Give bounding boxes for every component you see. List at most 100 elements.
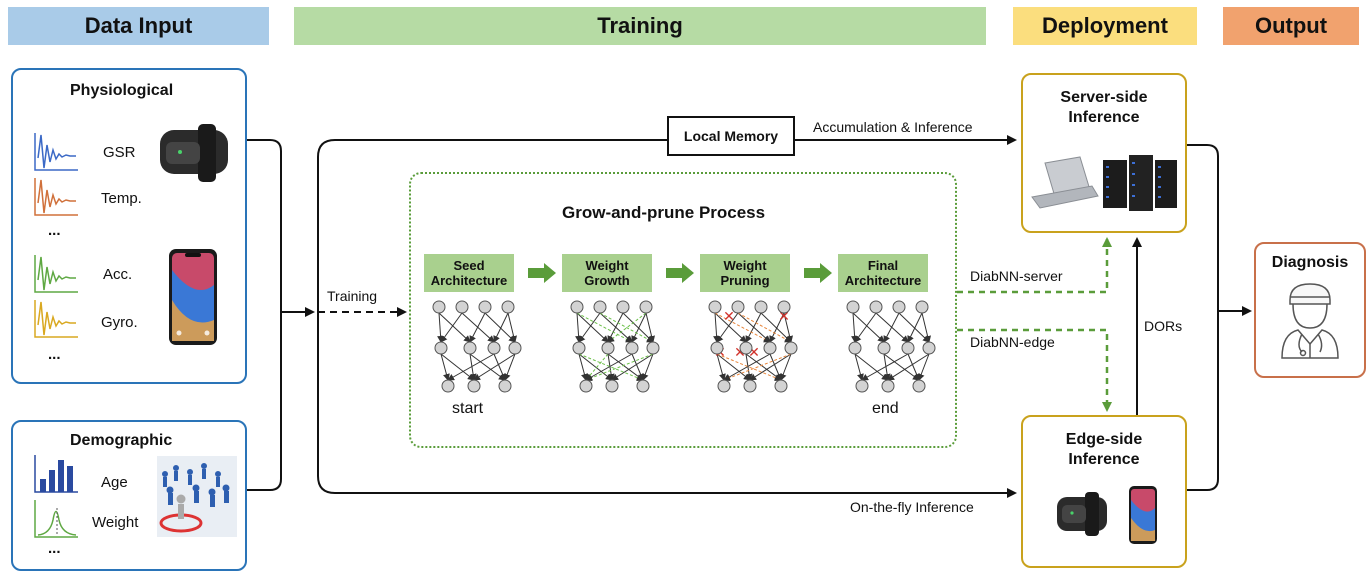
nn-node [922, 341, 936, 355]
nn-node [777, 300, 791, 314]
nn-diagram-2: ✕✕✕✕✕ [708, 300, 798, 393]
nn-edge [641, 353, 654, 381]
nn-diagram-3 [846, 300, 936, 393]
bar-chart-icon [34, 455, 78, 493]
edge-side-title: Edge-side Inference [1021, 430, 1187, 470]
nn-node [508, 341, 522, 355]
nn-node [743, 379, 757, 393]
nn-node [467, 379, 481, 393]
nn-edge [716, 353, 782, 381]
prune-mark-icon: ✕ [734, 345, 746, 361]
nn-diagram-1 [570, 300, 660, 393]
stage-final-line1: Final [867, 258, 899, 273]
nn-edge [854, 353, 889, 381]
input-connectors [247, 139, 315, 491]
nn-node [601, 341, 615, 355]
nn-edge [440, 353, 475, 381]
start-label: start [452, 400, 484, 417]
header-data-input-label: Data Input [84, 13, 193, 38]
diagnosis-title: Diagnosis [1271, 254, 1349, 271]
nn-node [731, 300, 745, 314]
stage-growth-line1: Weight [585, 258, 629, 273]
nn-edge [507, 312, 517, 343]
nn-edge [749, 353, 792, 381]
nn-edge [484, 312, 516, 343]
stage-pruning-line2: Pruning [720, 273, 770, 288]
training-bracket [317, 135, 1017, 498]
nn-node [881, 379, 895, 393]
nn-node [570, 300, 584, 314]
temp-signal-icon [34, 178, 78, 216]
nn-edge [713, 312, 721, 343]
nn-node [478, 300, 492, 314]
nn-edge [887, 353, 930, 381]
training-arrow-label: Training [327, 288, 378, 304]
on-the-fly-label: On-the-fly Inference [850, 499, 974, 515]
nn-edge [473, 353, 516, 381]
nn-node [639, 300, 653, 314]
nn-node [710, 341, 724, 355]
nn-node [441, 379, 455, 393]
nn-edge [852, 312, 885, 343]
grow-prune-box [409, 172, 957, 448]
nn-edge [575, 312, 583, 343]
stage-final-line2: Architecture [844, 273, 922, 288]
nn-edge [714, 312, 771, 343]
demographic-ellipsis: ... [48, 540, 61, 557]
edge-smartphone-icon [1129, 486, 1157, 544]
output-connector [1187, 144, 1252, 491]
gyro-signal-icon [34, 300, 78, 338]
smartphone-icon [169, 249, 217, 345]
stage-seed-line1: Seed [453, 258, 485, 273]
nn-edge [578, 353, 644, 381]
distribution-curve-icon [34, 500, 78, 538]
dors-label: DORs [1144, 318, 1183, 334]
acc-signal-icon [34, 255, 78, 293]
diabnn-server-label: DiabNN-server [970, 268, 1063, 284]
nn-edge [599, 312, 654, 343]
nn-edge [907, 312, 923, 343]
nn-node [846, 300, 860, 314]
gsr-signal-icon [34, 133, 78, 171]
nn-edge [631, 312, 647, 343]
nn-node [463, 341, 477, 355]
nn-node [869, 300, 883, 314]
physiological-ellipsis-2: ... [48, 346, 61, 363]
nn-edge [921, 312, 931, 343]
nn-node [774, 379, 788, 393]
stage-arrows [528, 263, 832, 283]
crowd-image-icon [157, 456, 237, 537]
nn-edge [576, 312, 633, 343]
nn-edge [898, 312, 930, 343]
smartwatch-icon [160, 124, 228, 182]
nn-node [636, 379, 650, 393]
nn-edge [883, 312, 900, 343]
header-training: Training [294, 7, 986, 45]
nn-node [498, 379, 512, 393]
stage-seed-line2: Architecture [430, 273, 508, 288]
nn-node [572, 341, 586, 355]
demographic-label-weight: Weight [92, 514, 139, 531]
grow-prune-title: Grow-and-prune Process [562, 203, 766, 222]
nn-edge [607, 312, 647, 343]
header-deployment-label: Deployment [1042, 13, 1168, 38]
nn-node [892, 300, 906, 314]
edge-side-line1: Edge-side [1065, 431, 1143, 448]
physiological-title: Physiological [70, 82, 174, 99]
prune-mark-icon: ✕ [723, 309, 735, 325]
nn-node [579, 379, 593, 393]
diabnn-arrows [957, 237, 1112, 412]
nn-edge [585, 353, 609, 381]
nn-edge [578, 312, 601, 343]
nn-edge [469, 353, 506, 381]
nn-node [605, 379, 619, 393]
nn-node [915, 300, 929, 314]
signal-label-temp: Temp. [101, 190, 142, 207]
nn-node [901, 341, 915, 355]
nn-diagram-0 [432, 300, 522, 393]
nn-edge [578, 353, 613, 381]
